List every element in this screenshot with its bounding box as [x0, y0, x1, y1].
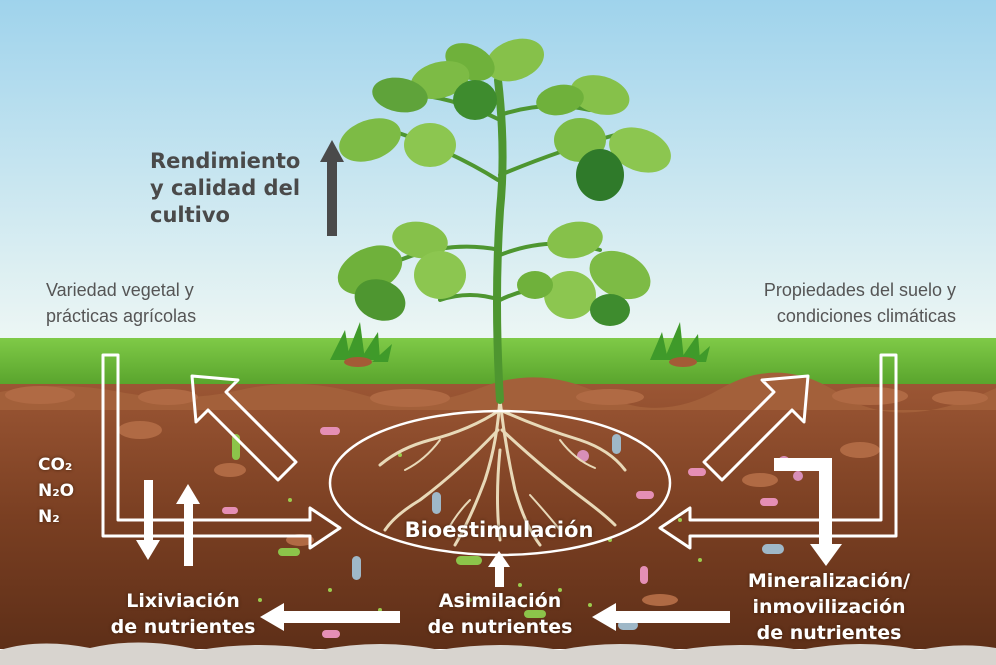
gas-n2: N₂: [38, 507, 60, 527]
biostimulation-label: Bioestimulación: [404, 518, 594, 542]
gas-emissions-list: CO₂ N₂O N₂: [38, 452, 74, 530]
nutrient-leaching-label: Lixiviación de nutrientes: [88, 588, 278, 640]
right-factor-line-2: condiciones climáticas: [776, 306, 956, 326]
gas-n2o: N₂O: [38, 481, 75, 501]
leaching-line-2: de nutrientes: [110, 616, 256, 638]
right-factor-line-1: Propiedades del suelo y: [763, 280, 956, 300]
mineral-line-3: de nutrientes: [756, 622, 902, 644]
yield-line-2: y calidad del: [150, 176, 301, 200]
yield-quality-label: Rendimiento y calidad del cultivo: [150, 148, 300, 229]
microbe-icon: [222, 427, 803, 638]
bedrock-stones: [0, 642, 996, 665]
yield-line-1: Rendimiento: [150, 149, 301, 173]
leaching-line-1: Lixiviación: [126, 590, 240, 612]
flow-arrows-solid: [136, 458, 842, 631]
left-factor-line-2: prácticas agrícolas: [46, 306, 197, 326]
left-factor-line-1: Variedad vegetal y: [46, 280, 194, 300]
mineral-line-1: Mineralización/: [747, 570, 911, 592]
plant-icon: [337, 38, 671, 404]
roots-icon: [378, 393, 627, 547]
soil-climate-label: Propiedades del suelo y condiciones clim…: [686, 277, 956, 329]
plant-variety-practices-label: Variedad vegetal y prácticas agrícolas: [46, 277, 276, 329]
assimilation-line-1: Asimilación: [438, 590, 562, 612]
gas-co2: CO₂: [38, 455, 73, 475]
soil-microbes: [222, 427, 803, 638]
soil-rocks: [5, 386, 988, 606]
yield-up-arrow-icon: [320, 140, 344, 236]
mineral-line-2: inmovilización: [752, 596, 906, 618]
assimilation-line-2: de nutrientes: [427, 616, 573, 638]
flow-arrow-icon: [101, 353, 898, 550]
grass-tuft-left: [330, 322, 392, 367]
grass-tuft-right: [650, 322, 710, 367]
nutrient-assimilation-label: Asimilación de nutrientes: [405, 588, 595, 640]
yield-line-3: cultivo: [150, 203, 230, 227]
mineralization-label: Mineralización/ inmovilización de nutrie…: [724, 568, 934, 646]
